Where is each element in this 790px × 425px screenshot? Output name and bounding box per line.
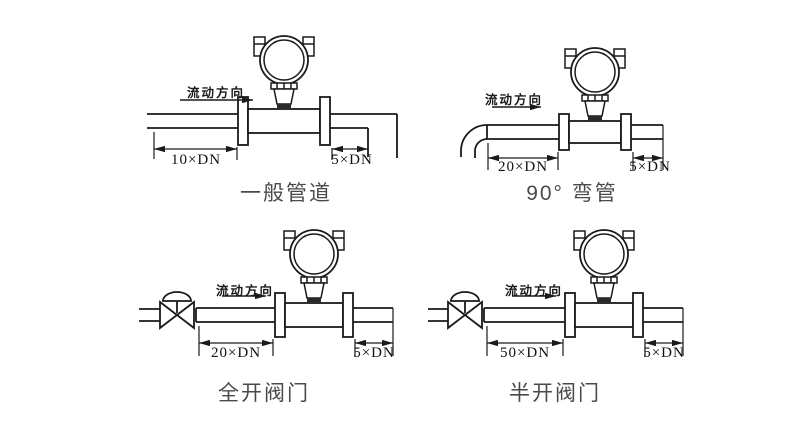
downstream-pipe	[631, 124, 663, 140]
flange	[620, 113, 632, 151]
upstream-pipe	[483, 307, 565, 323]
downstream-dimension-label: 5×DN	[629, 159, 671, 175]
transmitter-head-icon	[564, 47, 626, 122]
flange	[342, 292, 354, 338]
upstream-dimension-label: 20×DN	[497, 159, 549, 175]
flange	[274, 292, 286, 338]
flange	[319, 96, 331, 146]
flow-direction-label: 流动方向	[504, 284, 564, 298]
diagram-caption: 一般管道	[240, 182, 332, 205]
gate-valve-icon	[447, 291, 483, 329]
transmitter-head-icon	[253, 35, 315, 110]
upstream-pipe	[486, 124, 559, 140]
flange	[632, 292, 644, 338]
meter-body	[574, 302, 634, 328]
transmitter-head-icon	[283, 229, 345, 304]
flange	[558, 113, 570, 151]
meter-body	[568, 120, 622, 144]
upstream-dimension-label: 50×DN	[499, 345, 551, 361]
meter-body	[284, 302, 344, 328]
flange	[237, 96, 249, 146]
diagram-half-open-valve	[428, 229, 684, 356]
downstream-dimension-lines	[632, 125, 664, 170]
downstream-dimension-lines	[331, 145, 368, 160]
downstream-dimension-lines	[644, 308, 684, 356]
diagram-caption: 90° 弯管	[526, 182, 618, 205]
upstream-dimension-lines	[153, 132, 238, 160]
meter-body	[247, 108, 321, 134]
downstream-pipe	[353, 307, 393, 323]
flow-direction-label: 流动方向	[215, 284, 275, 298]
inlet-pipe	[428, 308, 448, 322]
inlet-pipe	[139, 308, 160, 322]
downstream-dimension-label: 5×DN	[643, 345, 685, 361]
upstream-dimension-lines	[487, 143, 559, 170]
downstream-pipe	[643, 307, 683, 323]
diagram-general-pipe	[147, 35, 398, 160]
upstream-dimension-lines	[486, 326, 564, 356]
flange	[564, 292, 576, 338]
downstream-pipe	[330, 113, 398, 158]
diagram-90-degree-bend	[460, 47, 664, 170]
upstream-dimension-label: 20×DN	[210, 345, 262, 361]
upstream-dimension-label: 10×DN	[170, 152, 222, 168]
gate-valve-icon	[159, 291, 195, 329]
upstream-dimension-lines	[198, 326, 274, 356]
upstream-pipe	[147, 113, 238, 129]
diagram-fully-open-valve	[139, 229, 394, 356]
upstream-pipe	[195, 307, 275, 323]
flow-direction-label: 流动方向	[186, 86, 246, 100]
diagram-caption: 全开阀门	[218, 382, 310, 405]
downstream-dimension-label: 5×DN	[353, 345, 395, 361]
flow-direction-label: 流动方向	[484, 93, 544, 107]
downstream-dimension-label: 5×DN	[331, 152, 373, 168]
transmitter-head-icon	[573, 229, 635, 304]
pipe-elbow-icon	[460, 124, 488, 158]
diagram-caption: 半开阀门	[509, 382, 601, 405]
downstream-dimension-lines	[354, 308, 394, 356]
